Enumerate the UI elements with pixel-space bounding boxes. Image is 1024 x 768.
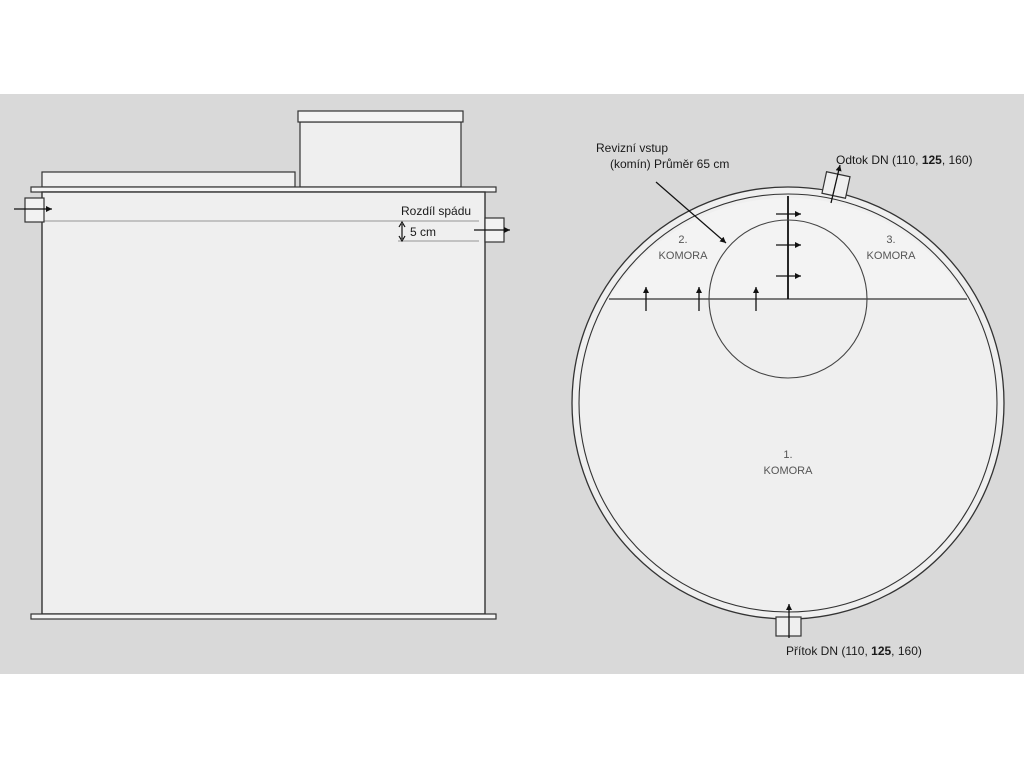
inlet-label: Přítok DN (110, 125, 160) — [786, 644, 922, 658]
outlet-pipe-top — [821, 164, 851, 204]
chamber-3-label: KOMORA — [867, 250, 917, 262]
chimney-cap — [297, 110, 464, 123]
tank-body-side — [41, 191, 486, 615]
chamber-3-number: 3. — [886, 234, 895, 246]
chamber-1-number: 1. — [783, 449, 792, 461]
inspection-leader-line — [655, 181, 727, 244]
level-difference-indicator — [398, 220, 406, 243]
outlet-label-suffix: , 160) — [942, 153, 973, 167]
level-difference-label: Rozdíl spádu — [401, 204, 471, 218]
side-view: Rozdíl spádu 5 cm — [14, 110, 510, 620]
inspection-chimney-top — [708, 219, 868, 379]
top-view: 2. KOMORA 3. KOMORA 1. KOMORA Revizní vs… — [571, 141, 1005, 658]
top-flange — [30, 186, 497, 193]
inlet-label-prefix: Přítok DN (110, — [786, 644, 871, 658]
inlet-pipe-side — [24, 197, 45, 223]
level-difference-value: 5 cm — [410, 225, 436, 239]
inspection-chimney-side — [299, 121, 462, 188]
chamber-2-label: KOMORA — [659, 250, 709, 262]
chamber-1-label: KOMORA — [764, 465, 814, 477]
inspection-label-line1: Revizní vstup — [596, 141, 668, 155]
outlet-label: Odtok DN (110, 125, 160) — [836, 153, 973, 167]
tank-lid-side — [41, 171, 296, 188]
bottom-flange — [30, 613, 497, 620]
inspection-label-line2: (komín) Průměr 65 cm — [610, 157, 729, 171]
inlet-label-bold: 125 — [871, 644, 891, 658]
inlet-pipe-top — [775, 604, 802, 638]
outlet-label-bold: 125 — [922, 153, 942, 167]
chamber-2-number: 2. — [678, 234, 687, 246]
outlet-label-prefix: Odtok DN (110, — [836, 153, 922, 167]
inlet-label-suffix: , 160) — [891, 644, 922, 658]
